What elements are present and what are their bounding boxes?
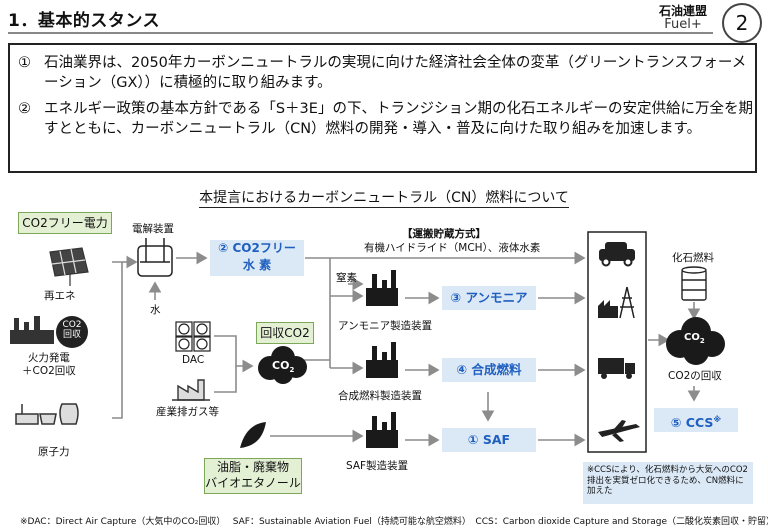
dac-icon	[175, 321, 211, 352]
nuclear-label: 原子力	[38, 446, 70, 458]
fossil-fuel-label: 化石燃料	[672, 252, 714, 264]
co2-recovery-label: CO2の回収	[668, 370, 722, 382]
biomass-line1: 油脂・廃棄物	[216, 460, 289, 474]
logo-text: 石油連盟	[658, 4, 707, 18]
co2-recovery-cloud-text: CO2	[684, 332, 705, 345]
airplane-icon	[598, 420, 640, 442]
ccs-note: ※CCSにより、化石燃料から大気へのCO2排出を実質ゼロ化できるため、CN燃料に…	[583, 462, 753, 504]
thermal-plant-icon	[10, 316, 54, 344]
co2-cloud-main: CO	[272, 359, 290, 372]
synfuel-box: ④ 合成燃料	[442, 358, 536, 382]
co2-cloud-icon	[258, 346, 307, 384]
biomass-box: 油脂・廃棄物 バイオエタノール	[204, 458, 302, 494]
diagram-title-text: 本提言におけるカーボンニュートラル（CN）燃料について	[199, 190, 569, 208]
co2-recovery-cloud-icon	[666, 317, 725, 365]
ammonia-plant-icon	[366, 270, 398, 306]
renewable-label: 再エネ	[44, 290, 76, 302]
co2-free-power-label: CO2フリー電力	[18, 212, 112, 234]
co2-badge-line1: CO2	[62, 320, 82, 330]
electrolyzer-label: 電解装置	[132, 223, 174, 235]
thermal-plant-label: 火力発電 ＋CO2回収	[22, 352, 76, 378]
ammonia-plant-label: アンモニア製造装置	[338, 320, 433, 332]
title-divider	[8, 32, 713, 34]
hydrogen-line1: ② CO2フリー	[218, 241, 296, 255]
logo-fuel-text: Fuel+	[664, 17, 702, 32]
car-icon	[599, 242, 635, 267]
co2-recovery-sub: 2	[699, 337, 705, 345]
transport-desc: 有機ハイドライド（MCH）、液体水素	[364, 242, 541, 254]
stance-num-1: ①	[18, 55, 31, 71]
page-title: 1．基本的スタンス	[8, 11, 160, 31]
thermal-line1: 火力発電	[27, 352, 70, 364]
fuel-barrel-icon	[681, 266, 707, 301]
footnote: ※DAC：Direct Air Capture（大気中のCO₂回収） SAF：S…	[20, 517, 768, 527]
industrial-plant-icon	[172, 379, 210, 401]
saf-plant-label: SAF製造装置	[346, 460, 409, 472]
ccs-mark: ※	[713, 415, 722, 424]
hydrogen-line2: 水 素	[242, 258, 272, 272]
co2-badge-text: CO2 回収	[56, 320, 88, 340]
logo: 石油連盟 Fuel+	[650, 4, 716, 32]
synfuel-plant-icon	[366, 342, 398, 378]
ccs-box: ⑤ CCS※	[654, 408, 738, 432]
stance-box: ① 石油業界は、2050年カーボンニュートラルの実現に向けた経済社会全体の変革（…	[8, 43, 757, 173]
leaf-icon	[240, 422, 266, 448]
stance-text-1: 石油業界は、2050年カーボンニュートラルの実現に向けた経済社会全体の変革（グリ…	[44, 55, 747, 91]
stance-num-2: ②	[18, 101, 31, 117]
saf-box: ① SAF	[442, 428, 536, 452]
co2-cloud-sub: 2	[289, 366, 295, 375]
page-number: 2	[722, 3, 762, 43]
co2-cloud-text: CO2	[272, 359, 294, 374]
nuclear-plant-icon	[15, 403, 79, 425]
hydrogen-box: ② CO2フリー 水 素	[210, 240, 304, 276]
transport-title: 【運搬貯蔵方式】	[402, 228, 486, 240]
dac-label: DAC	[182, 354, 205, 366]
solar-panel-icon	[49, 247, 89, 286]
thermal-line2: ＋CO2回収	[22, 365, 76, 377]
stance-text-2: エネルギー政策の基本方針である「S＋3E」の下、トランジション期の化石エネルギー…	[44, 101, 753, 137]
synfuel-plant-label: 合成燃料製造装置	[338, 390, 422, 402]
co2-badge-line2: 回収	[62, 330, 81, 340]
biomass-line2: バイオエタノール	[205, 476, 301, 490]
industrial-exhaust-label: 産業排ガス等	[156, 406, 219, 418]
saf-plant-icon	[366, 412, 398, 448]
power-tower-icon	[619, 286, 635, 319]
electrolyzer-icon	[137, 238, 173, 277]
water-label: 水	[150, 304, 161, 316]
diagram-title: 本提言におけるカーボンニュートラル（CN）燃料について	[0, 187, 768, 208]
co2-capture-badge	[56, 316, 88, 348]
co2-recovery-main: CO	[684, 332, 700, 343]
ammonia-box: ③ アンモニア	[442, 286, 536, 310]
recovered-co2-label: 回収CO2	[256, 322, 314, 344]
ccs-label: ⑤ CCS	[670, 415, 714, 431]
factory-icon	[598, 300, 618, 318]
nitrogen-label: 窒素	[336, 272, 357, 284]
end-use-box	[587, 231, 647, 453]
truck-icon	[598, 358, 635, 379]
